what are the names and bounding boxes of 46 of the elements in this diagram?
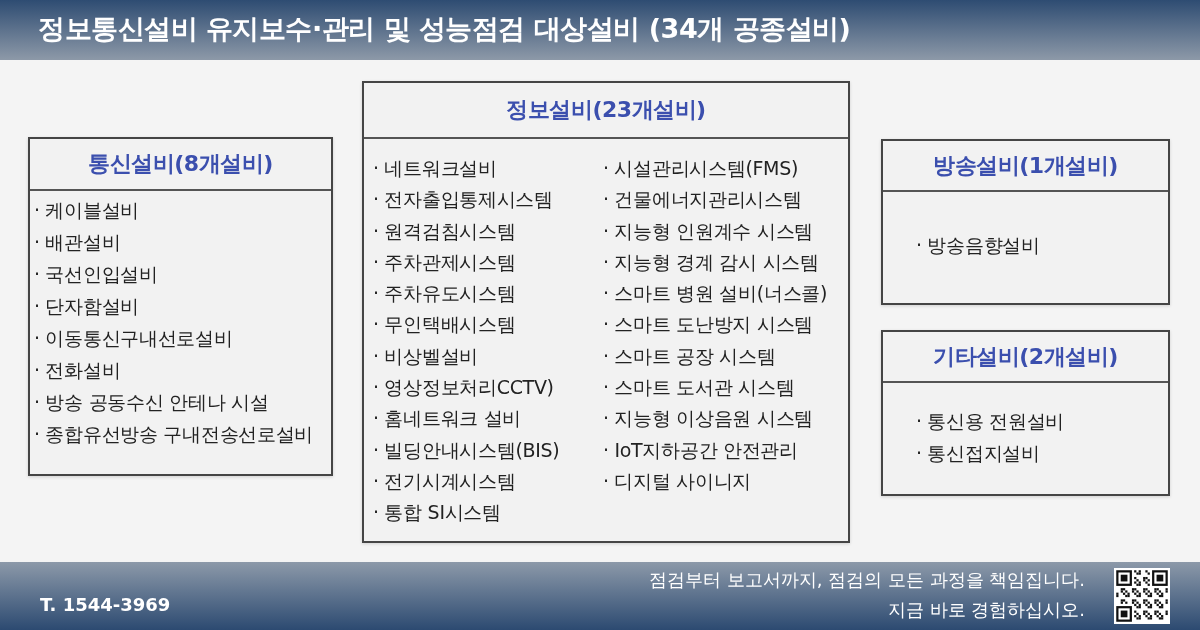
list-item: · 디지털 사이니지 bbox=[603, 468, 752, 494]
list-item: · 스마트 도난방지 시스템 bbox=[603, 312, 813, 338]
list-item: · 전자출입통제시스템 bbox=[373, 187, 553, 213]
list-item: · 홈네트워크 설비 bbox=[373, 406, 522, 432]
list-item: · 영상정보처리CCTV) bbox=[373, 375, 554, 401]
list-item: · 지능형 인원계수 시스템 bbox=[603, 218, 813, 244]
list-item: · 지능형 이상음원 시스템 bbox=[603, 406, 813, 432]
list-item: · 통합 SI시스템 bbox=[373, 500, 501, 526]
list-item: · 시설관리시스템(FMS) bbox=[603, 156, 799, 181]
list-item: · 케이블설비 bbox=[34, 198, 139, 223]
category-box bbox=[881, 139, 1170, 305]
list-item: · 단자함설비 bbox=[34, 294, 139, 319]
list-item: · 주차관제시스템 bbox=[373, 249, 516, 275]
list-item: · 종합유선방송 구내전송선로설비 bbox=[34, 422, 314, 447]
list-item: · 무인택배시스템 bbox=[373, 312, 516, 338]
category-heading: 정보설비(23개설비) bbox=[506, 96, 706, 124]
list-item: · 방송음향설비 bbox=[916, 233, 1040, 258]
category-heading: 통신설비(8개설비) bbox=[88, 150, 273, 178]
list-item: · 주차유도시스템 bbox=[373, 281, 516, 307]
list-item: · 방송 공동수신 안테나 시설 bbox=[34, 390, 269, 415]
list-item: · 스마트 공장 시스템 bbox=[603, 343, 776, 369]
page-title: 정보통신설비 유지보수·관리 및 성능점검 대상설비 (34개 공종설비) bbox=[38, 12, 851, 46]
list-item: · 지능형 경계 감시 시스템 bbox=[603, 249, 819, 275]
list-item: · 전기시계시스템 bbox=[373, 468, 516, 494]
category-box bbox=[362, 81, 850, 543]
category-heading: 기타설비(2개설비) bbox=[933, 342, 1118, 371]
list-item: · 원격검침시스템 bbox=[373, 218, 516, 244]
tagline-text: 점검부터 보고서까지, 점검의 모든 과정을 책임집니다. bbox=[648, 568, 1085, 592]
list-item: · 전화설비 bbox=[34, 358, 121, 383]
category-box bbox=[881, 330, 1170, 496]
list-item: · 통신용 전원설비 bbox=[916, 409, 1065, 434]
category-box bbox=[28, 137, 333, 476]
phone-number: T. 1544-3969 bbox=[40, 594, 171, 615]
list-item: · 비상벨설비 bbox=[373, 343, 478, 369]
list-item: · 스마트 병원 설비(너스콜) bbox=[603, 281, 828, 307]
tagline-text: 지금 바로 경험하십시오. bbox=[887, 598, 1085, 622]
list-item: · 이동통신구내선로설비 bbox=[34, 326, 233, 351]
list-item: · 스마트 도서관 시스템 bbox=[603, 375, 795, 401]
list-item: · 통신접지설비 bbox=[916, 441, 1040, 466]
list-item: · 빌딩안내시스템(BIS) bbox=[373, 437, 560, 463]
list-item: · 배관설비 bbox=[34, 230, 121, 255]
list-item: · 건물에너지관리시스템 bbox=[603, 187, 802, 213]
list-item: · IoT지하공간 안전관리 bbox=[603, 437, 798, 463]
list-item: · 네트워크설비 bbox=[373, 156, 497, 181]
list-item: · 국선인입설비 bbox=[34, 262, 158, 287]
category-heading: 방송설비(1개설비) bbox=[933, 151, 1118, 180]
